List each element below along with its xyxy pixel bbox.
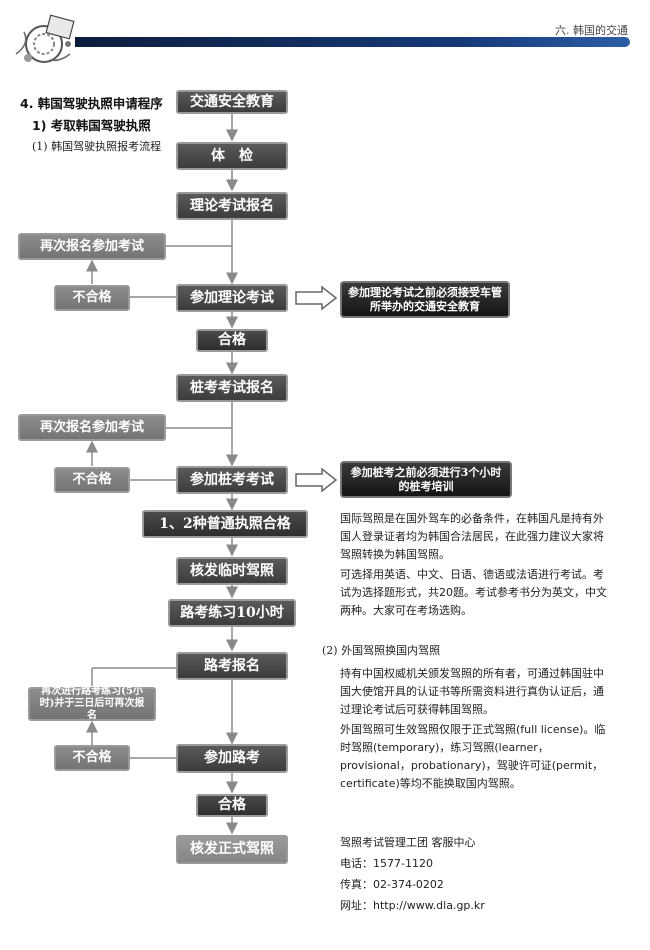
contact-website: 网址：http://www.dla.gp.kr bbox=[340, 899, 485, 912]
section-heading: 4. 韩国驾驶执照申请程序 bbox=[20, 96, 163, 111]
flow-step-traffic-education: 交通安全教育 bbox=[176, 90, 288, 114]
flow-step-license-pass: 1、2种普通执照合格 bbox=[142, 510, 308, 538]
foreign-paragraph-2: 外国驾照可生效驾照仅限于正式驾照(full license)。临时驾照(temp… bbox=[340, 723, 606, 790]
flow-step-formal-license: 核发正式驾照 bbox=[176, 835, 288, 864]
flow-step-temp-license: 核发临时驾照 bbox=[176, 557, 288, 585]
flow-step-pass-road: 合格 bbox=[196, 794, 268, 817]
flow-step-theory-registration: 理论考试报名 bbox=[176, 192, 288, 220]
chapter-title: 六. 韩国的交通 bbox=[555, 24, 628, 37]
flow-step-road-exam: 参加路考 bbox=[176, 744, 288, 773]
foreign-license-text: 持有中国权威机关颁发驾照的所有者，可通过韩国驻中国大使馆开具的认证书等所需资料进… bbox=[340, 665, 612, 793]
flow-step-pile-registration: 桩考考试报名 bbox=[176, 374, 288, 402]
contact-info: 驾照考试管理工团 客服中心 电话：1577-1120 传真：02-374-020… bbox=[340, 832, 612, 916]
header-bar bbox=[75, 37, 630, 47]
flow-step-retake-pile: 再次报名参加考试 bbox=[18, 414, 166, 441]
intl-license-text: 国际驾照是在国外驾车的必备条件，在韩国凡是持有外国人登录证者均为韩国合法居民，在… bbox=[340, 510, 612, 620]
contact-fax: 传真：02-374-0202 bbox=[340, 878, 444, 891]
flow-step-physical-exam: 体 检 bbox=[176, 142, 288, 170]
chapter-logo-icon bbox=[15, 14, 75, 63]
flow-step-fail-theory: 不合格 bbox=[54, 285, 130, 311]
flow-step-pile-exam: 参加桩考考试 bbox=[176, 466, 288, 494]
flow-step-fail-pile: 不合格 bbox=[54, 467, 130, 493]
flow-step-fail-road: 不合格 bbox=[54, 745, 130, 771]
intl-paragraph-2: 可选择用英语、中文、日语、德语或法语进行考试。考试为选择题形式，共20题。考试参… bbox=[340, 568, 607, 617]
flow-step-theory-exam: 参加理论考试 bbox=[176, 284, 288, 312]
foreign-paragraph-1: 持有中国权威机关颁发驾照的所有者，可通过韩国驻中国大使馆开具的认证书等所需资料进… bbox=[340, 667, 604, 716]
flow-step-retake-road: 再次进行路考练习(5小时)并于三日后可再次报名 bbox=[28, 686, 156, 721]
subsub-heading: (1) 韩国驾驶执照报考流程 bbox=[32, 140, 162, 153]
note-theory-exam: 参加理论考试之前必须接受车管所举办的交通安全教育 bbox=[340, 281, 510, 318]
flow-step-road-registration: 路考报名 bbox=[176, 652, 288, 680]
flow-step-road-practice: 路考练习10小时 bbox=[168, 599, 296, 627]
contact-org: 驾照考试管理工团 客服中心 bbox=[340, 836, 476, 849]
flow-step-retake-theory: 再次报名参加考试 bbox=[18, 233, 166, 260]
flow-step-pass-theory: 合格 bbox=[196, 329, 268, 352]
foreign-license-heading: (2) 外国驾照换国内驾照 bbox=[322, 644, 441, 657]
contact-phone: 电话：1577-1120 bbox=[340, 857, 433, 870]
note-pile-exam: 参加桩考之前必须进行3个小时的桩考培训 bbox=[340, 461, 512, 498]
subsection-heading: 1) 考取韩国驾驶执照 bbox=[32, 118, 151, 133]
intl-paragraph-1: 国际驾照是在国外驾车的必备条件，在韩国凡是持有外国人登录证者均为韩国合法居民，在… bbox=[340, 512, 604, 561]
